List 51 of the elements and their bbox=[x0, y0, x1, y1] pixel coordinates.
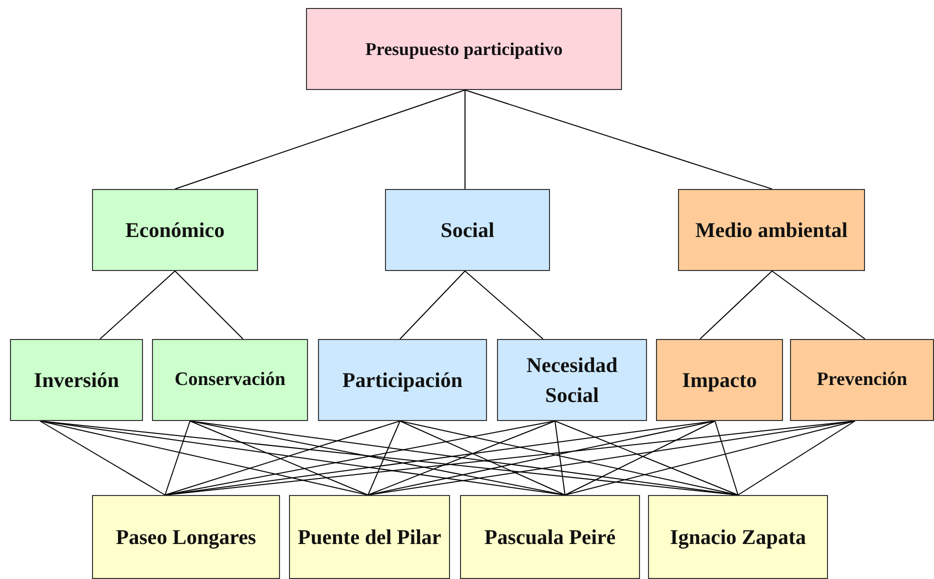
node-box bbox=[10, 339, 143, 421]
connector-line bbox=[564, 420, 716, 496]
connector-line bbox=[174, 90, 466, 190]
connector-line bbox=[40, 420, 368, 496]
connector-line bbox=[190, 420, 368, 496]
node-label: Ignacio Zapata bbox=[670, 524, 806, 551]
node-box bbox=[306, 8, 622, 90]
connector-line bbox=[464, 90, 772, 190]
node-box bbox=[152, 339, 308, 421]
node-box bbox=[678, 189, 865, 271]
connector-line bbox=[464, 270, 544, 340]
connector-line bbox=[164, 420, 190, 496]
connector-line bbox=[368, 420, 400, 496]
connector-line bbox=[738, 420, 856, 496]
connector-line bbox=[400, 270, 466, 340]
connector-line bbox=[164, 420, 400, 496]
connector-line bbox=[772, 270, 866, 340]
connector-line bbox=[40, 420, 166, 496]
connector-line bbox=[554, 420, 738, 496]
connector-line bbox=[174, 270, 244, 340]
node-box bbox=[318, 339, 487, 421]
connector-line bbox=[100, 270, 176, 340]
connector-line bbox=[400, 420, 566, 496]
node-label: Impacto bbox=[682, 366, 757, 394]
node-box bbox=[289, 495, 450, 579]
node-label: Puente del Pilar bbox=[298, 524, 442, 551]
connector-line bbox=[554, 420, 566, 496]
node-label: Social bbox=[440, 216, 494, 244]
node-label: Medio ambiental bbox=[695, 216, 848, 244]
node-label: Prevención bbox=[816, 368, 908, 392]
node-box bbox=[92, 189, 258, 271]
node-label: Conservación bbox=[174, 368, 286, 392]
connector-line bbox=[464, 90, 466, 190]
node-label: Paseo Longares bbox=[116, 524, 256, 551]
connector-line bbox=[368, 420, 556, 496]
node-label: Presupuesto participativo bbox=[365, 38, 563, 61]
node-box bbox=[92, 495, 280, 579]
connector-line bbox=[564, 420, 856, 496]
node-box bbox=[790, 339, 934, 421]
node-box bbox=[497, 339, 647, 421]
node-box bbox=[656, 339, 783, 421]
connector-line bbox=[700, 270, 772, 340]
node-box bbox=[648, 495, 828, 579]
node-box bbox=[460, 495, 640, 579]
node-label: Necesidad Social bbox=[526, 352, 618, 409]
node-label: Económico bbox=[125, 216, 225, 244]
node-label: Participación bbox=[342, 366, 463, 394]
node-label: Pascuala Peiré bbox=[484, 524, 616, 551]
connector-line bbox=[714, 420, 738, 496]
node-label: Inversión bbox=[34, 366, 120, 394]
node-box bbox=[385, 189, 550, 271]
